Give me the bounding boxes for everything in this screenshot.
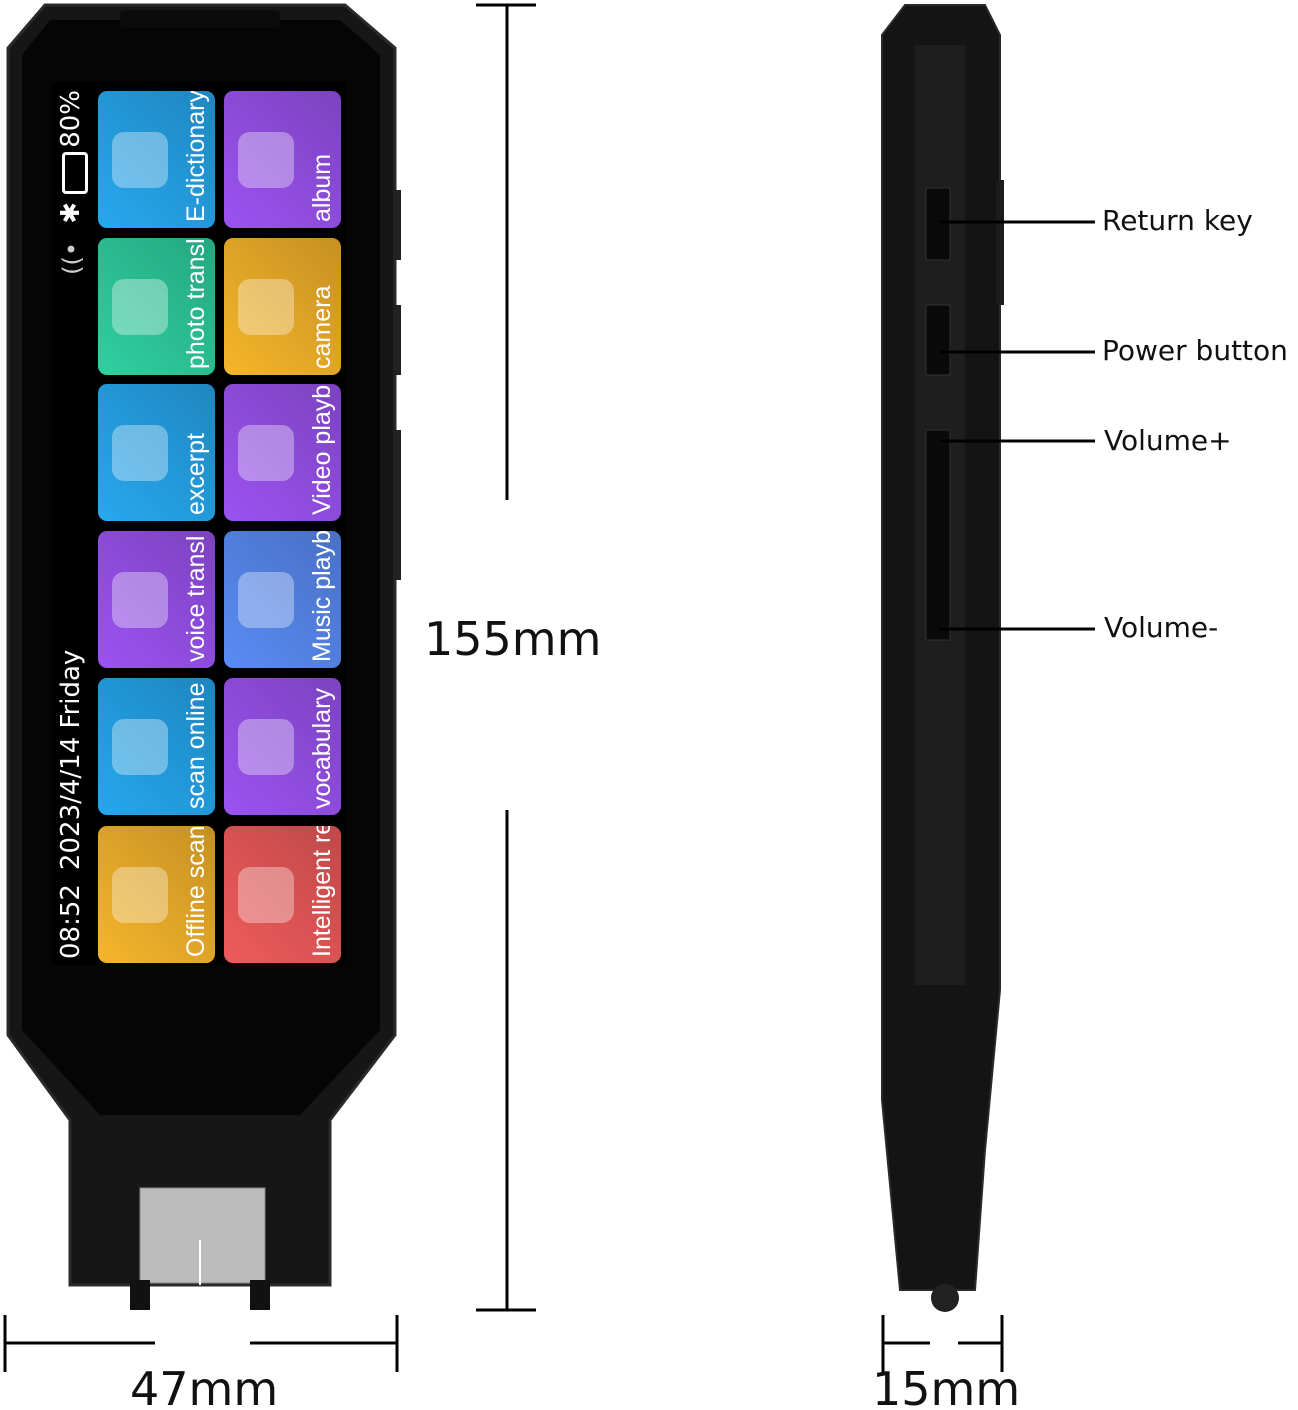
app-label: E-dictionary (182, 91, 210, 222)
video-icon (238, 425, 294, 481)
voice-bubble-icon (112, 572, 168, 628)
app-tile[interactable]: vocabulary (224, 678, 341, 815)
app-tile[interactable]: Intelligent rec (224, 826, 341, 963)
headphones-icon (238, 572, 294, 628)
callout-volume-up: Volume+ (1104, 424, 1232, 457)
callout-power-button: Power button (1102, 334, 1288, 367)
clock-time: 08:52 (56, 884, 86, 959)
scan-head (139, 1187, 266, 1284)
side-button (393, 430, 401, 580)
app-label: Offline scan (182, 826, 210, 957)
side-button (393, 305, 401, 375)
device-screen: 08:52 2023/4/14 Friday ((• ✱ 80% Offline … (52, 82, 345, 965)
app-tile[interactable]: Video playback (224, 384, 341, 521)
app-tile[interactable]: voice transl (98, 531, 215, 668)
callout-volume-down: Volume- (1104, 611, 1219, 644)
app-tile[interactable]: camera (224, 238, 341, 375)
date-text: 2023/4/14 Friday (56, 649, 86, 871)
scan-card-icon (112, 719, 168, 775)
app-tile[interactable]: scan online (98, 678, 215, 815)
app-label: scan online (182, 682, 210, 809)
thickness-dimension: 15mm (872, 1362, 1021, 1410)
height-dimension: 155mm (424, 612, 602, 666)
book-icon (112, 132, 168, 188)
scanner-pen-icon (112, 867, 168, 923)
app-label: camera (308, 285, 336, 369)
status-bar: 08:52 2023/4/14 Friday ((• ✱ 80% (52, 82, 96, 965)
battery-icon (62, 152, 88, 194)
notes-add-icon (112, 425, 168, 481)
camera-icon (238, 279, 294, 335)
app-label: photo transl (182, 238, 210, 369)
recorder-icon (238, 867, 294, 923)
photo-translate-icon (112, 279, 168, 335)
app-label: voice transl (182, 535, 210, 662)
side-button (393, 190, 401, 260)
app-tile[interactable]: E-dictionary (98, 91, 215, 228)
app-label: excerpt (182, 433, 210, 515)
bluetooth-icon: ✱ (56, 202, 86, 224)
app-label: album (308, 153, 336, 222)
battery-percent: 80% (56, 90, 86, 148)
app-tile[interactable]: album (224, 91, 341, 228)
callout-return-key: Return key (1102, 204, 1253, 237)
app-label: Video playback (308, 384, 336, 515)
vocabulary-icon (238, 719, 294, 775)
app-tile[interactable]: Offline scan (98, 826, 215, 963)
app-label: vocabulary (308, 688, 336, 809)
app-label: Music playback (308, 531, 336, 662)
app-tile[interactable]: photo transl (98, 238, 215, 375)
speaker-slot (120, 10, 280, 28)
app-tile[interactable]: excerpt (98, 384, 215, 521)
app-label: Intelligent rec (308, 826, 336, 957)
app-tile[interactable]: Music playback (224, 531, 341, 668)
wifi-off-icon: ((• (58, 242, 86, 275)
image-icon (238, 132, 294, 188)
width-dimension: 47mm (130, 1362, 279, 1410)
